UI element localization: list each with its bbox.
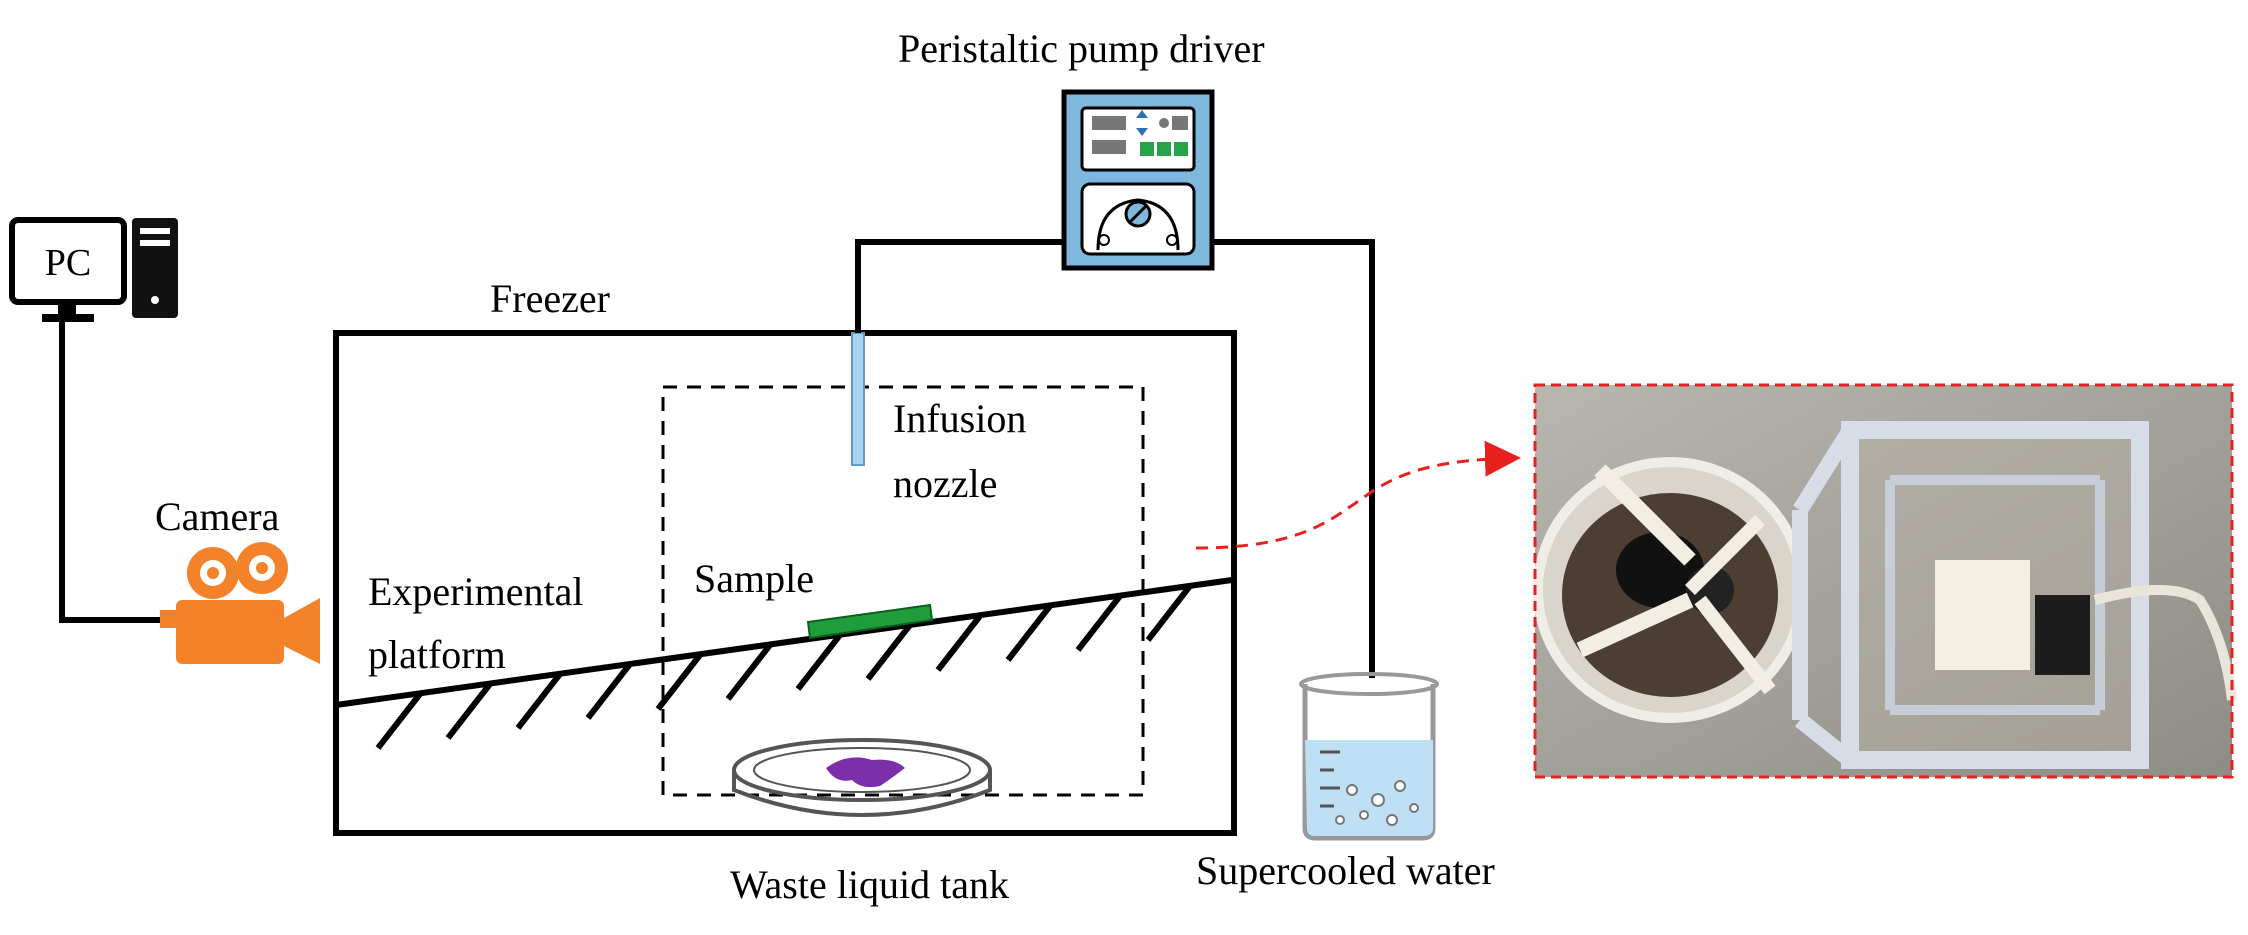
pc-label: PC	[45, 242, 91, 284]
peristaltic-pump-icon	[1061, 89, 1215, 271]
sample-label: Sample	[694, 556, 814, 601]
pc-tower-icon	[132, 218, 178, 318]
waste-label: Waste liquid tank	[730, 862, 1009, 907]
freezer-label: Freezer	[490, 276, 610, 321]
callout-arrow	[1195, 440, 1521, 550]
pump-label: Peristaltic pump driver	[898, 26, 1265, 71]
platform-label-line2: platform	[368, 632, 506, 677]
petri-dish-icon	[732, 738, 992, 817]
platform-label-line1: Experimental	[368, 569, 583, 614]
camera-label: Camera	[155, 494, 280, 539]
freezer-box	[333, 330, 1237, 836]
video-camera-icon	[160, 542, 320, 664]
pump-to-water-tube	[1212, 239, 1375, 678]
infusion-nozzle	[851, 332, 865, 466]
sample-strip	[806, 603, 934, 640]
setup-photo	[1533, 383, 2237, 779]
pc-monitor-icon	[9, 217, 127, 322]
infusion-label-line2: nozzle	[893, 461, 997, 506]
experimental-platform	[335, 577, 1233, 750]
pc-camera-cable	[59, 322, 180, 623]
pc-group: PC	[9, 217, 178, 322]
infusion-label-line1: Infusion	[893, 396, 1026, 441]
water-label: Supercooled water	[1196, 848, 1495, 893]
pump-to-nozzle-tube	[855, 239, 1064, 333]
beaker-icon	[1299, 672, 1439, 841]
waste-liquid-blob	[826, 757, 905, 788]
